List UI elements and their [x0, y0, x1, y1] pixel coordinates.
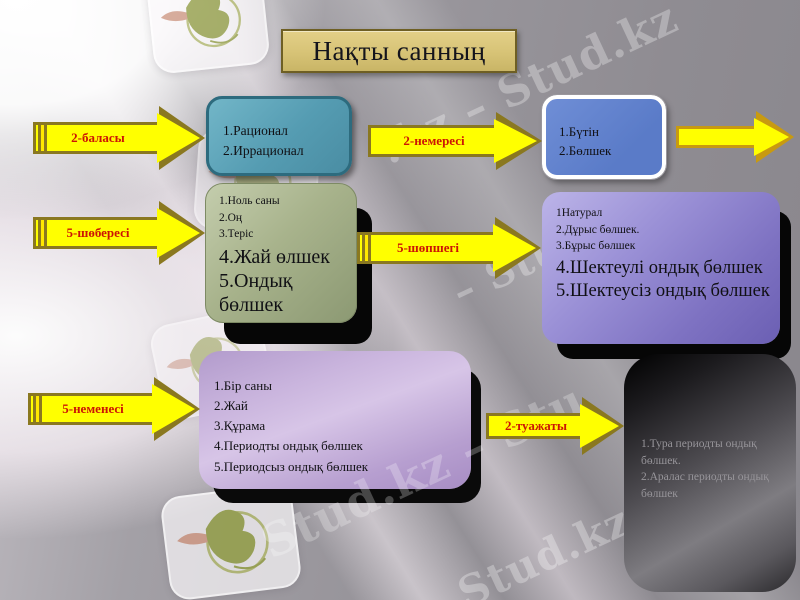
arrow-shopshegi: 5-шөпшегі	[357, 217, 541, 279]
box-line: 4.Шектеулі ондық бөлшек	[556, 258, 763, 279]
arrow-tail-bars	[38, 125, 48, 151]
box-line: 1.Ноль саны	[219, 195, 280, 207]
box-line: 2.Бөлшек	[559, 142, 612, 158]
arrow-tail-bars	[362, 235, 372, 261]
arrow-tail-bars	[38, 220, 48, 246]
box-line: 2.Дұрыс бөлшек.	[556, 223, 640, 236]
watermark-text: Stud.kz	[450, 495, 638, 600]
flow-box-tura-periodty: 1.Тура периодты ондық бөлшек. 2.Аралас п…	[624, 354, 796, 592]
box-line: 2.Оң	[219, 211, 243, 224]
box-line: 1.Бір саны	[214, 378, 272, 393]
box-line: 5.Ондық бөлшек	[219, 270, 293, 317]
box-line: 1.Рационал	[223, 123, 288, 138]
arrow-shoberesi: 5-шөбересі	[33, 201, 205, 265]
arrow-nemenesi: 5-неменесі	[28, 377, 200, 441]
arrow-tuazhaty: 2-туажаты	[486, 397, 624, 455]
arrow-nemeresi: 2-немересі	[368, 112, 542, 170]
arrow-label: 2-баласы	[71, 130, 125, 145]
arrow-tail-bars	[33, 396, 43, 422]
box-line: 5.Периодсыз ондық бөлшек	[214, 458, 369, 474]
box-line: 2.Жай	[214, 398, 248, 414]
box-line: 3.Теріс	[219, 228, 254, 241]
box-line: 1Натурал	[556, 207, 603, 219]
stud-kz-logo-icon	[145, 0, 271, 75]
box-line: 3.Бұрыс бөлшек	[556, 240, 636, 253]
box-line: 4.Периодты ондық бөлшек	[214, 438, 363, 454]
arrow-label: 5-шөпшегі	[396, 240, 460, 255]
arrow-balasy: 2-баласы	[33, 106, 205, 170]
arrow-label: 5-неменесі	[62, 401, 124, 416]
flow-box-butin: 1.Бүтін 2.Бөлшек	[541, 94, 667, 180]
box-line: 3.Құрама	[214, 418, 266, 434]
box-line: 2.Иррационал	[223, 142, 304, 158]
box-line: 5.Шектеусіз ондық бөлшек	[556, 280, 770, 301]
box-line: 4.Жай өлшек	[219, 246, 330, 269]
flow-box-bir-sany: 1.Бір саны 2.Жай 3.Құрама 4.Периодты онд…	[199, 351, 471, 489]
box-line: 1.Тура периодты ондық бөлшек.	[641, 438, 757, 467]
flow-box-nol-sany: 1.Ноль саны 2.Оң 3.Теріс 4.Жай өлшек 5.О…	[205, 183, 357, 323]
slide-title: Нақты санның	[281, 29, 517, 73]
arrow-label: 2-немересі	[403, 133, 465, 148]
flow-box-rational: 1.Рационал 2.Иррационал	[206, 96, 352, 176]
flow-box-natural: 1Натурал 2.Дұрыс бөлшек. 3.Бұрыс бөлшек …	[542, 192, 780, 344]
box-line: 1.Бүтін	[559, 124, 599, 139]
arrow-label: 2-туажаты	[505, 418, 567, 433]
arrow-fill	[676, 111, 794, 163]
arrow-right-plain	[676, 111, 794, 163]
arrow-label: 5-шөбересі	[66, 225, 130, 240]
stud-kz-logo-icon	[159, 482, 303, 600]
box-line: 2.Аралас периодты ондық бөлшек	[641, 471, 769, 501]
